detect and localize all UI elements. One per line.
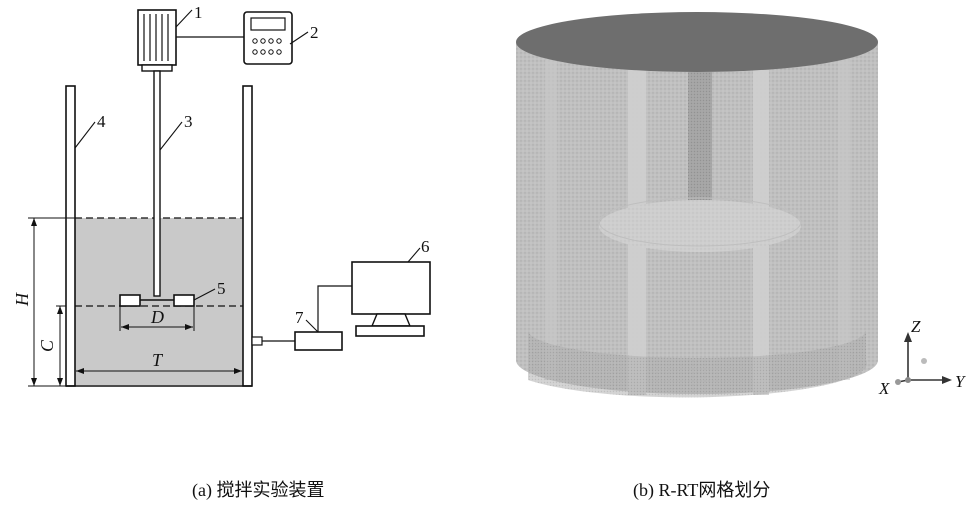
mesh-shaft [688,72,712,207]
stirring-apparatus-diagram: 1 2 3 4 5 6 7 D T H C [12,3,431,387]
label-d: D [150,307,164,327]
mesh-impeller-disc [598,197,802,252]
label-7: 7 [295,308,304,327]
axis-triad: Z X Y [878,317,966,398]
shaft [153,70,161,297]
motor [137,9,177,72]
label-5: 5 [217,279,226,298]
axis-label-y: Y [955,372,966,391]
leader-lines [74,9,421,333]
label-1: 1 [194,3,203,22]
dimension-c [56,305,66,386]
mesh-visualization: Z X Y [516,12,966,398]
label-6: 6 [421,237,430,256]
label-2: 2 [310,23,319,42]
label-t: T [152,350,164,370]
label-4: 4 [97,112,106,131]
label-3: 3 [184,112,193,131]
tank [28,85,263,387]
dimension-h [31,218,37,386]
dimension-d [119,306,195,331]
dimension-t [76,368,242,374]
caption-panel-a: (a) 搅拌实验装置 [192,480,325,500]
data-acquisition-unit [262,285,355,351]
impeller [75,294,243,307]
label-c: C [37,339,57,352]
caption-panel-b: (b) R-RT网格划分 [633,480,771,500]
label-h: H [12,292,32,307]
axis-label-x: X [878,379,890,398]
axis-label-z: Z [911,317,921,336]
computer-monitor [351,261,431,337]
controller [176,11,293,65]
